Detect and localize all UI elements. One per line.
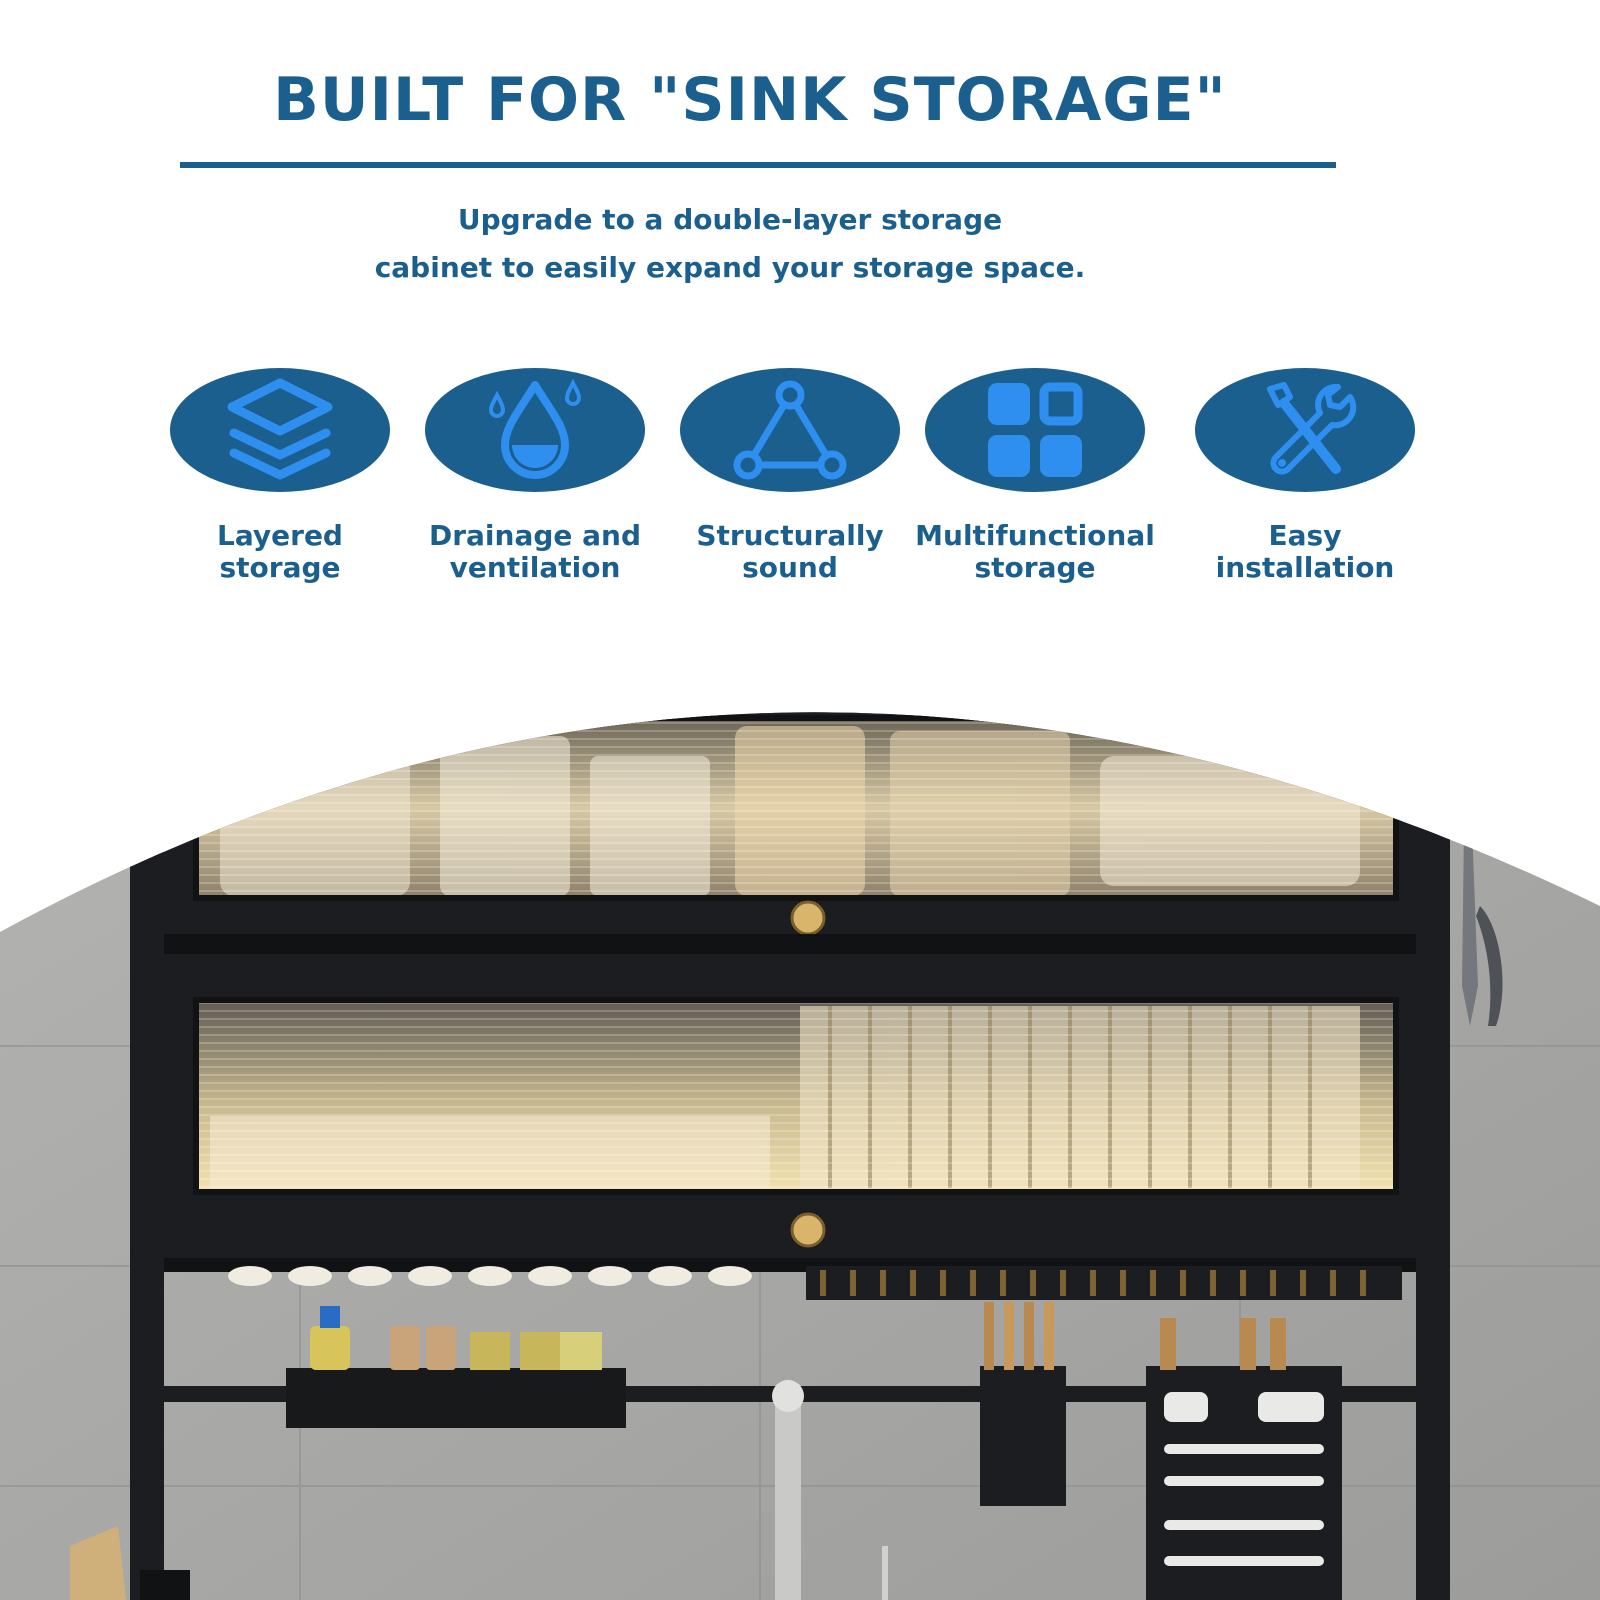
- feature-drainage-ventilation: Drainage and ventilation: [405, 368, 665, 598]
- subtitle: Upgrade to a double-layer storage cabine…: [0, 196, 1460, 292]
- feature-label-line-1: Multifunctional: [915, 519, 1155, 552]
- feature-layered-storage: Layered storage: [150, 368, 410, 598]
- tools-icon: [1267, 382, 1357, 475]
- layers-icon: [227, 378, 333, 480]
- feature-badge: [1195, 368, 1415, 492]
- feature-label-line-2: installation: [1215, 551, 1395, 584]
- subtitle-line-2: cabinet to easily expand your storage sp…: [374, 251, 1086, 284]
- grid-modules-icon: [988, 382, 1083, 477]
- feature-row: Layered storage Drainage and ventilation: [0, 368, 1600, 598]
- feature-label-line-2: storage: [219, 551, 341, 584]
- feature-label-line-1: Drainage and: [428, 519, 642, 552]
- headline-underline: [180, 162, 1336, 168]
- feature-label-line-2: storage: [974, 551, 1096, 584]
- headline: BUILT FOR "SINK STORAGE": [273, 65, 1227, 135]
- feature-label-line-1: Structurally: [696, 519, 884, 552]
- feature-label-line-1: Layered: [217, 519, 343, 552]
- product-photo: [0, 626, 1600, 1600]
- feature-structurally-sound: Structurally sound: [660, 368, 920, 598]
- feature-easy-installation: Easy installation: [1175, 368, 1435, 598]
- feature-label-line-1: Easy: [1268, 519, 1342, 552]
- feature-badge: [425, 368, 645, 492]
- feature-label-line-2: ventilation: [449, 551, 621, 584]
- feature-label-line-2: sound: [742, 551, 838, 584]
- subtitle-line-1: Upgrade to a double-layer storage: [457, 203, 1003, 236]
- feature-badge: [925, 368, 1145, 492]
- feature-multifunctional-storage: Multifunctional storage: [905, 368, 1165, 598]
- water-drop-icon: [488, 378, 582, 479]
- triangle-structure-icon: [733, 380, 847, 480]
- cabinet-illustration: [0, 712, 1600, 1600]
- feature-badge: [680, 368, 900, 492]
- feature-badge: [170, 368, 390, 492]
